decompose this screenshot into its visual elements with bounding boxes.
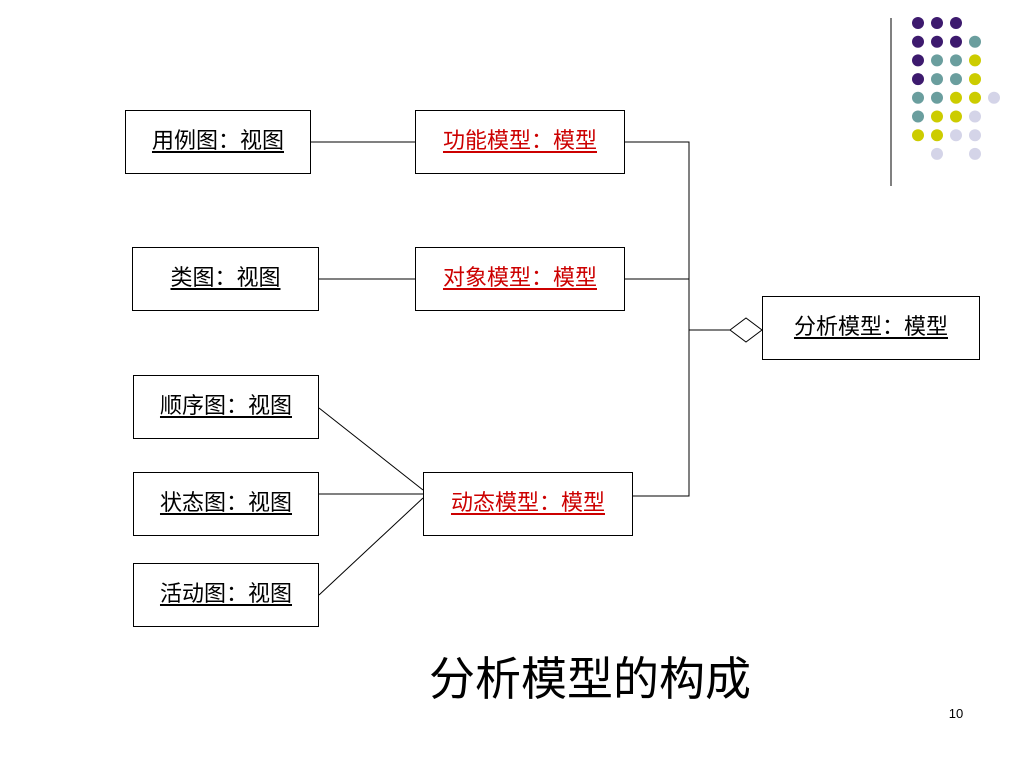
decorative-dot (969, 73, 981, 86)
decorative-dot (912, 91, 924, 104)
decorative-dot (912, 73, 924, 86)
decorative-dot (931, 73, 943, 86)
class-view-box: 类图：视图 (132, 247, 319, 311)
decorative-dot (931, 35, 943, 48)
class-view-label: 类图：视图 (170, 266, 281, 291)
connector-sequence-to-dynamic (318, 407, 424, 491)
decorative-dot (931, 129, 943, 142)
state-view-box: 状态图：视图 (133, 472, 319, 536)
dynamic-model-label: 动态模型：模型 (450, 491, 605, 516)
decorative-dot (950, 91, 962, 104)
decorative-dot (988, 91, 1000, 104)
functional-model-box: 功能模型：模型 (415, 110, 625, 174)
object-model-label: 对象模型：模型 (442, 266, 597, 291)
dynamic-model-box: 动态模型：模型 (423, 472, 633, 536)
analysis-model-box: 分析模型：模型 (762, 296, 980, 360)
activity-view-label: 活动图：视图 (159, 582, 292, 607)
decorative-dot (912, 129, 924, 142)
decorative-dot-pattern (890, 17, 1000, 186)
decorative-dot (931, 110, 943, 123)
decorative-dot (931, 54, 943, 67)
sequence-view-label: 顺序图：视图 (159, 394, 292, 419)
decorative-dot (969, 110, 981, 123)
decorative-dot (950, 110, 962, 123)
decorative-dot (950, 129, 962, 142)
sequence-view-box: 顺序图：视图 (133, 375, 319, 439)
decorative-dot (931, 91, 943, 104)
dot-grid (912, 17, 1000, 160)
state-view-label: 状态图：视图 (159, 491, 292, 516)
decorative-dot (969, 35, 981, 48)
connector-activity-to-dynamic (318, 497, 424, 596)
decorative-dot (950, 73, 962, 86)
decorative-dot (950, 54, 962, 67)
slide-title: 分析模型的构成 (429, 652, 751, 706)
decorative-dot (969, 147, 981, 160)
decorative-dot (950, 35, 962, 48)
decorative-dot (912, 17, 924, 29)
aggregation-diamond-icon (729, 317, 763, 343)
usecase-view-box: 用例图：视图 (125, 110, 311, 174)
connector-functional-to-bus (625, 141, 690, 497)
activity-view-box: 活动图：视图 (133, 563, 319, 627)
decorative-dot (912, 35, 924, 48)
decorative-dot (969, 91, 981, 104)
decorative-dot (969, 54, 981, 67)
decorative-dot (912, 110, 924, 123)
decorative-dot (969, 129, 981, 142)
decorative-dot (931, 17, 943, 29)
decorative-dot (931, 147, 943, 160)
usecase-view-label: 用例图：视图 (151, 129, 284, 154)
functional-model-label: 功能模型：模型 (442, 129, 597, 154)
decorative-dot (950, 17, 962, 29)
object-model-box: 对象模型：模型 (415, 247, 625, 311)
decorative-dot (912, 54, 924, 67)
page-number: 10 (948, 706, 964, 721)
analysis-model-label: 分析模型：模型 (793, 315, 948, 340)
